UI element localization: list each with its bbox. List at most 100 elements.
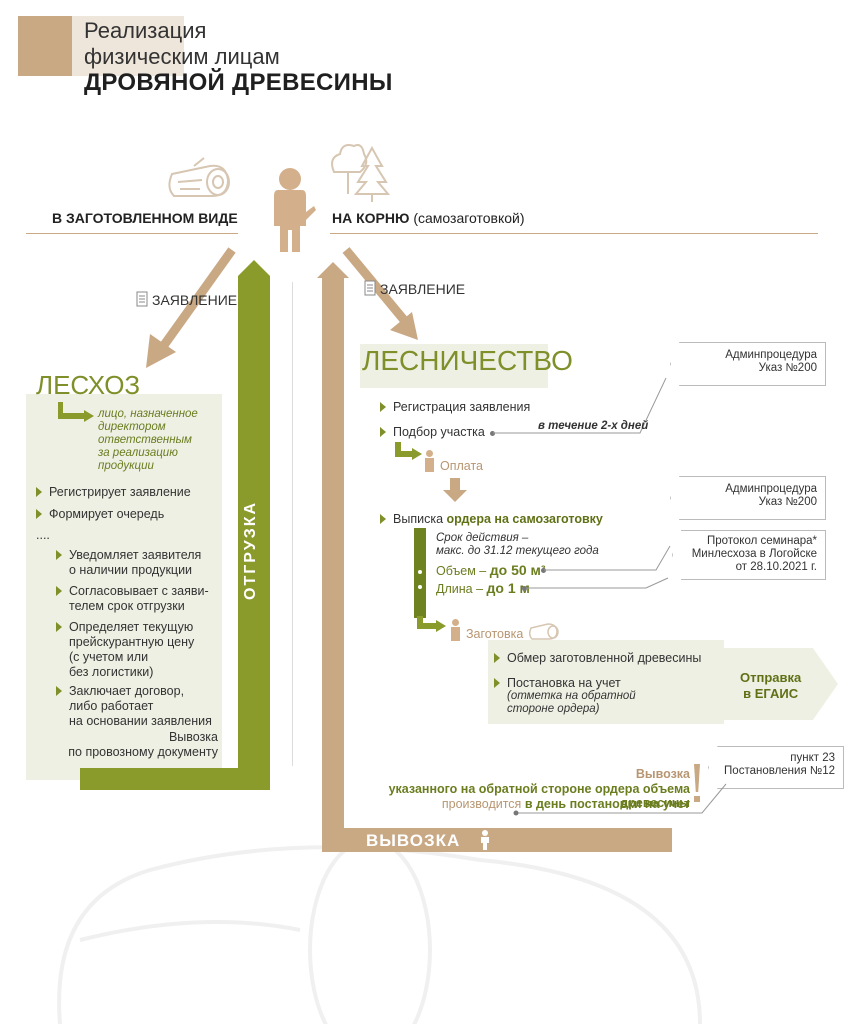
- bullet-triangle-icon: [380, 402, 386, 412]
- export-bar-label: ВЫВОЗКА: [366, 831, 461, 850]
- document-icon-left: [136, 291, 148, 307]
- log-icon: [168, 157, 230, 197]
- export-word: Вывозка: [635, 767, 690, 781]
- header-harvested: В ЗАГОТОВЛЕННОМ ВИДЕ: [52, 210, 238, 226]
- egais-arrow-panel: [724, 648, 838, 720]
- harvest-log-icon: [528, 623, 559, 640]
- admin-procedure-box-2: Админпроцедура Указ №200: [670, 476, 826, 520]
- volume-prefix: Объем –: [436, 564, 487, 578]
- substep-contract-line-2: либо работает: [69, 699, 154, 713]
- header-standing: НА КОРНЮ (самозаготовкой): [332, 210, 525, 226]
- responsible-connector-icon: [58, 402, 94, 422]
- bullet-triangle-icon: [494, 653, 500, 663]
- admin2-line-2: Указ №200: [758, 496, 817, 508]
- order-details-dot-2: [418, 585, 422, 589]
- connector-lines-protocol: [526, 545, 671, 589]
- export-bar-vertical: [322, 278, 344, 852]
- step-register-text: Постановка на учет: [507, 676, 621, 690]
- export-exclamation-dot: [694, 796, 700, 802]
- export-when: производится в день постановки на учет: [344, 797, 690, 811]
- title-line-2: физическим лицам: [84, 44, 280, 69]
- validity-line-2: макс. до 31.12 текущего года: [436, 545, 599, 557]
- leshoz-ellipsis: ....: [36, 528, 50, 542]
- leshoz-substep-price: Определяет текущую прейскурантную цену (…: [56, 620, 194, 680]
- connector-line-days: [493, 377, 667, 434]
- lesnichestvo-panel: [360, 344, 548, 388]
- length-bold: до 1 м: [486, 580, 530, 596]
- title-accent-box: [18, 16, 76, 76]
- egais-line-2: в ЕГАИС: [743, 686, 799, 701]
- leshoz-step-register: Регистрирует заявление: [36, 485, 191, 500]
- order-length: Длина – до 1 м: [436, 581, 530, 597]
- harvest-connector-icon: [417, 616, 446, 632]
- step-measure: Обмер заготовленной древесины: [494, 651, 701, 666]
- leshoz-export-line-1: Вывозка: [168, 730, 218, 744]
- title-line-1: Реализация: [84, 18, 207, 43]
- step-order-issue: Выписка ордера на самозаготовку: [380, 512, 603, 527]
- substep-notify-line-2: о наличии продукции: [69, 563, 193, 577]
- connector-dot: [490, 431, 495, 436]
- protocol-box: Протокол семинара* Минлесхоза в Логойске…: [672, 530, 826, 580]
- bullet-triangle-icon: [380, 427, 386, 437]
- bullet-triangle-icon: [36, 487, 42, 497]
- top-divider-right: [330, 233, 818, 234]
- leshoz-title: ЛЕСХОЗ: [36, 370, 141, 400]
- substep-agree-line-2: телем срок отгрузки: [69, 599, 185, 613]
- lesnichestvo-title: ЛЕСНИЧЕСТВО: [362, 345, 573, 376]
- egais-label: Отправка в ЕГАИС: [740, 670, 801, 702]
- leshoz-step-register-text: Регистрирует заявление: [49, 485, 191, 499]
- payment-label: Оплата: [440, 459, 483, 473]
- length-prefix: Длина –: [436, 582, 484, 596]
- person-body-icon: [274, 190, 316, 252]
- application-label-left: ЗАЯВЛЕНИЕ: [152, 292, 238, 308]
- register-note-line-2: стороне ордера): [507, 703, 600, 715]
- protocol-line-3: от 28.10.2021 г.: [735, 561, 817, 573]
- step-registration-text: Регистрация заявления: [393, 400, 531, 414]
- within-days-note: в течение 2-х дней: [538, 420, 649, 432]
- harvest-person-icon: [452, 619, 459, 626]
- order-issue-prefix: Выписка: [393, 512, 444, 526]
- title-line-3: ДРОВЯНОЙ ДРЕВЕСИНЫ: [84, 69, 393, 96]
- leshoz-export-note: Вывозка по провозному документу: [60, 730, 218, 760]
- application-label-right: ЗАЯВЛЕНИЕ: [380, 281, 466, 297]
- bullet-triangle-icon: [56, 686, 62, 696]
- export-exclamation-icon: [694, 764, 700, 792]
- payment-person-icon: [426, 450, 433, 457]
- admin1-line-1: Админпроцедура: [725, 349, 817, 361]
- bullet-triangle-icon: [36, 509, 42, 519]
- resolution-line-2: Постановления №12: [724, 765, 835, 777]
- substep-contract-line-3: на основании заявления: [69, 714, 212, 728]
- person-icon: [279, 168, 301, 190]
- volume-connector-dot: [541, 568, 546, 573]
- bullet-triangle-icon: [494, 678, 500, 688]
- header-standing-main: НА КОРНЮ: [332, 210, 410, 226]
- title-accent-box-light: [72, 16, 184, 76]
- export-description: указанного на обратной стороне ордера об…: [388, 782, 690, 810]
- step-register: Постановка на учет: [494, 676, 621, 691]
- bullet-triangle-icon: [56, 622, 62, 632]
- document-icon-right: [364, 280, 376, 296]
- harvest-label: Заготовка: [466, 627, 524, 641]
- export-when-prefix: производится: [441, 797, 522, 811]
- responsible-line-2: директором: [98, 421, 166, 433]
- order-issue-bold: ордера на самозаготовку: [446, 512, 603, 526]
- admin-procedure-box-1: Админпроцедура Указ №200: [670, 342, 826, 386]
- top-divider-left: [26, 233, 238, 234]
- person-walking-icon: [481, 830, 489, 850]
- connector-line-resolution: [513, 783, 727, 816]
- resolution-box: пункт 23 Постановления №12: [708, 746, 844, 789]
- trees-icon: [331, 144, 390, 202]
- order-details-dot-1: [418, 570, 422, 574]
- responsible-line-1: лицо, назначенное: [98, 408, 198, 420]
- step-registration: Регистрация заявления: [380, 400, 530, 415]
- resolution-line-1: пункт 23: [790, 752, 835, 764]
- shipment-bar-vertical: [238, 276, 270, 790]
- substep-price-line-3: (с учетом или: [69, 650, 149, 664]
- length-connector-dot: [522, 586, 527, 591]
- shipment-bar-label: ОТГРУЗКА: [242, 500, 259, 600]
- substep-price-line-4: без логистики): [69, 665, 154, 679]
- substep-agree-line-1: Согласовывает с заяви-: [69, 584, 209, 598]
- responsible-line-4: за реализацию: [98, 447, 178, 459]
- center-vertical-divider: [292, 282, 293, 766]
- admin2-line-1: Админпроцедура: [725, 483, 817, 495]
